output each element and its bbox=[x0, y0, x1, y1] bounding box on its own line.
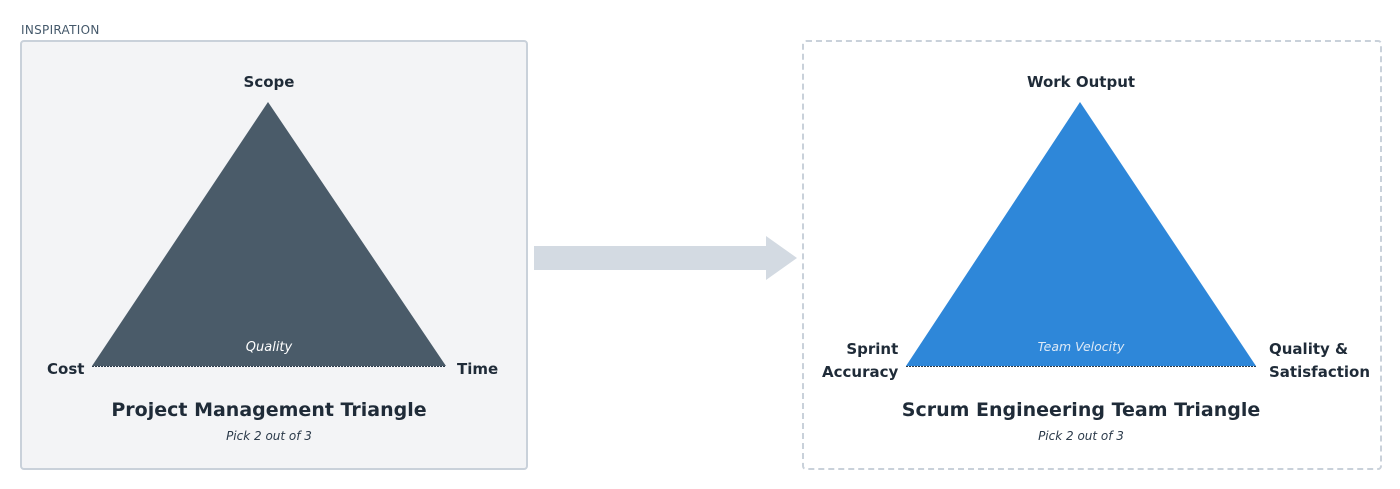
inner-label-team-velocity: Team Velocity bbox=[1037, 339, 1125, 354]
scrum-triangle-subtitle: Pick 2 out of 3 bbox=[1038, 429, 1124, 443]
section-label-inspiration: INSPIRATION bbox=[21, 23, 100, 37]
vertex-label-work-output: Work Output bbox=[1026, 73, 1136, 91]
project-management-triangle bbox=[92, 102, 446, 366]
quality-satisfaction-line1: Quality & bbox=[1269, 340, 1349, 358]
project-triangle-subtitle: Pick 2 out of 3 bbox=[226, 429, 312, 443]
scrum-team-triangle-fill bbox=[906, 102, 1256, 366]
vertex-label-scope: Scope bbox=[243, 73, 295, 91]
sprint-accuracy-line2: Accuracy bbox=[822, 363, 899, 381]
scrum-triangle-title: Scrum Engineering Team Triangle bbox=[901, 399, 1261, 421]
inner-label-quality: Quality bbox=[245, 340, 293, 355]
quality-satisfaction-line2: Satisfaction bbox=[1269, 363, 1371, 381]
vertex-label-quality-satisfaction: Quality & Satisfaction bbox=[1269, 338, 1370, 384]
vertex-label-sprint-accuracy: Sprint Accuracy bbox=[822, 338, 899, 384]
vertex-label-time: Time bbox=[457, 360, 499, 378]
project-triangle-title: Project Management Triangle bbox=[111, 399, 427, 421]
transition-arrow bbox=[534, 236, 797, 280]
sprint-accuracy-line1: Sprint bbox=[846, 340, 899, 358]
vertex-label-cost: Cost bbox=[47, 360, 85, 378]
